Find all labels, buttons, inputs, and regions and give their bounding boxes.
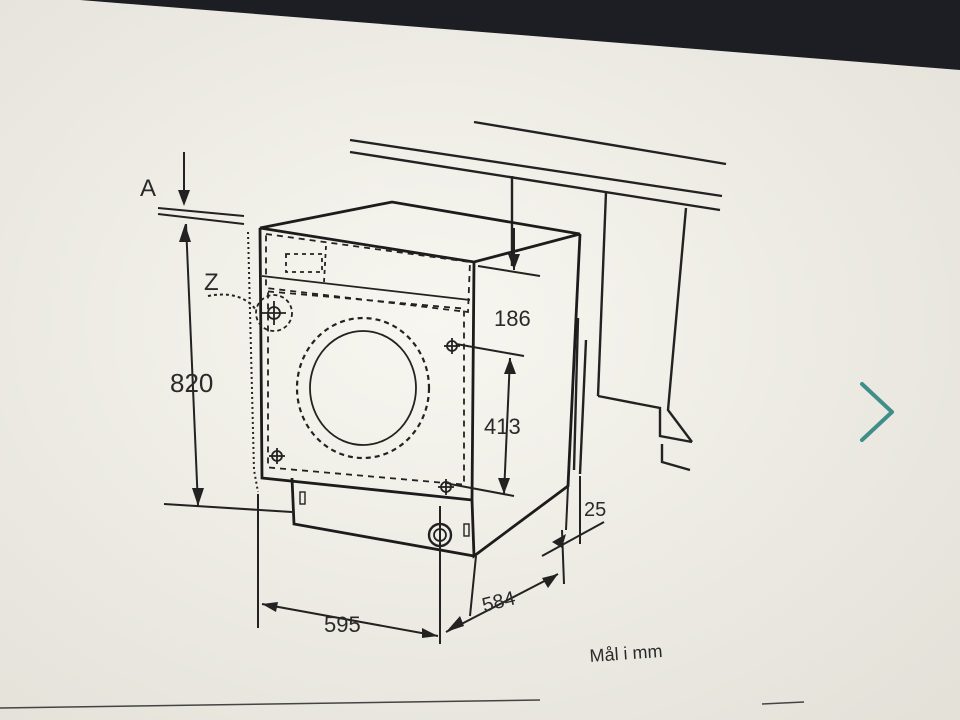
washing-machine-body bbox=[258, 200, 582, 559]
dimension-label-depth-gap: 25 bbox=[584, 499, 606, 521]
dimension-label-width: 595 bbox=[324, 612, 361, 637]
dimension-label-mid-height: 413 bbox=[484, 414, 521, 439]
dimension-label-a: A bbox=[140, 175, 156, 202]
dimension-arrows bbox=[178, 190, 566, 638]
bottom-strip bbox=[0, 699, 805, 709]
chevron-right-icon bbox=[860, 382, 894, 442]
dimension-label-top-offset: 186 bbox=[494, 306, 531, 331]
control-panel bbox=[261, 232, 471, 314]
dimension-label-height: 820 bbox=[170, 368, 213, 398]
door bbox=[267, 290, 465, 486]
dimension-label-z: Z bbox=[204, 269, 219, 296]
next-slide-button[interactable] bbox=[852, 376, 904, 448]
